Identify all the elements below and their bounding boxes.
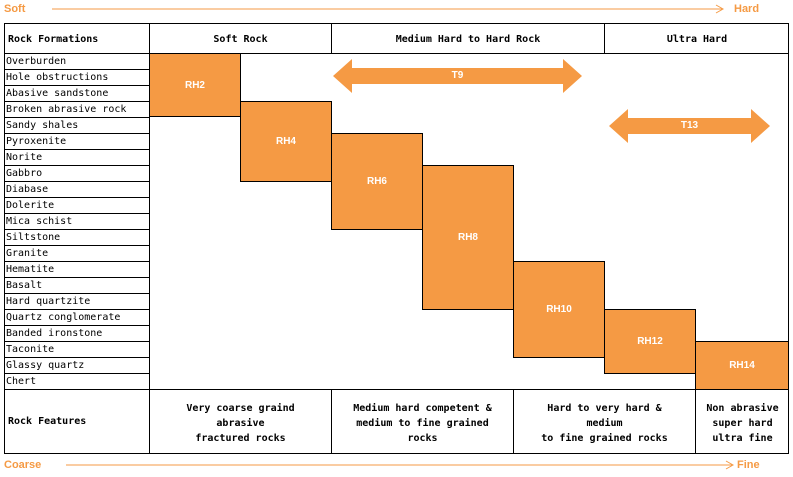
rock-formation-item: Norite [6,152,43,163]
fine-label: Fine [737,459,760,471]
header-ultra-hard: Ultra Hard [666,34,728,45]
row-divider [4,341,149,342]
row-divider [4,245,149,246]
rock-formation-item: Abasive sandstone [6,88,109,99]
hardness-scale: Soft Hard [0,0,793,20]
row-divider [4,149,149,150]
feature-ultra: Non abrasive super hard ultra fine [696,401,789,446]
rock-formation-item: Basalt [6,280,43,291]
row-divider [4,325,149,326]
row-divider [4,277,149,278]
col-divider [331,23,332,53]
bit-box-rh14: RH14 [695,341,789,390]
t13-range-arrow [609,109,770,143]
rock-formation-item: Sandy shales [6,120,79,131]
bit-label: RH2 [184,79,205,91]
feature-medium: Medium hard competent & medium to fine g… [332,401,513,446]
header-rock-formations: Rock Formations [8,34,99,45]
rock-formation-item: Siltstone [6,232,61,243]
row-divider [4,197,149,198]
bit-box-rh8: RH8 [422,165,514,310]
feature-line: super hard [712,418,773,429]
feature-soft: Very coarse graind abrasive fractured ro… [150,401,331,446]
col-divider [604,23,605,53]
bit-label: RH6 [366,176,387,187]
rock-formation-item: Banded ironstone [6,328,103,339]
feature-line: medium [586,418,623,429]
bit-label: RH4 [275,136,296,147]
bit-label: RH14 [729,360,755,371]
rock-formation-item: Mica schist [6,216,73,227]
features-divider [4,389,789,390]
bit-box-rh6: RH6 [331,133,423,230]
row-divider [4,165,149,166]
rock-formation-item: Hematite [6,264,55,275]
bit-label: RH8 [457,232,478,243]
col-divider [149,23,150,454]
bit-box-rh10: RH10 [513,261,605,358]
rock-formation-item: Pyroxenite [6,136,67,147]
row-divider [4,85,149,86]
rock-formation-item: Quartz conglomerate [6,312,121,323]
feature-line: ultra fine [712,433,773,444]
hard-label: Hard [734,3,760,15]
row-divider [4,357,149,358]
row-divider [4,117,149,118]
col-divider [695,389,696,454]
row-divider [4,101,149,102]
row-divider [4,261,149,262]
row-divider [4,229,149,230]
bit-box-rh12: RH12 [604,309,696,374]
t13-label: T13 [680,120,699,131]
bit-box-rh2: RH2 [149,53,241,117]
rock-formation-item: Dolerite [6,200,55,211]
header-divider [4,53,789,54]
rock-formation-item: Chert [6,376,37,387]
feature-line: to fine grained rocks [541,433,668,444]
soft-label: Soft [4,3,26,15]
feature-hard: Hard to very hard & medium to fine grain… [514,401,695,446]
header-soft-rock: Soft Rock [213,34,268,45]
row-divider [4,181,149,182]
rock-formation-item: Taconite [6,344,55,355]
rock-formation-item: Diabase [6,184,49,195]
rock-formation-item: Overburden [6,56,67,67]
header-medium-hard: Medium Hard to Hard Rock [395,34,541,45]
rock-formation-item: Granite [6,248,49,259]
feature-line: medium to fine grained [356,418,489,429]
rock-formation-item: Hole obstructions [6,72,109,83]
rock-formation-item: Broken abrasive rock [6,104,127,115]
rock-formation-item: Gabbro [6,168,43,179]
feature-line: fractured rocks [195,433,286,444]
row-divider [4,69,149,70]
col-divider [513,389,514,454]
bit-label: RH12 [637,336,663,347]
row-divider [4,133,149,134]
coarse-label: Coarse [4,459,42,471]
row-divider [4,309,149,310]
rock-features-label: Rock Features [8,416,87,427]
rock-chart-grid [4,23,789,454]
t9-range-arrow [333,59,582,93]
feature-line: Medium hard competent & [353,403,492,414]
rock-formation-item: Hard quartzite [6,296,91,307]
feature-line: Very coarse graind [186,403,295,414]
bit-label: RH10 [546,304,572,315]
row-divider [4,213,149,214]
feature-line: abrasive [216,418,265,429]
feature-line: Non abrasive [706,403,779,414]
row-divider [4,373,149,374]
feature-line: rocks [407,433,438,444]
feature-line: Hard to very hard & [547,403,662,414]
row-divider [4,293,149,294]
t9-label: T9 [451,70,464,81]
col-divider [331,389,332,454]
rock-formation-item: Glassy quartz [6,360,85,371]
